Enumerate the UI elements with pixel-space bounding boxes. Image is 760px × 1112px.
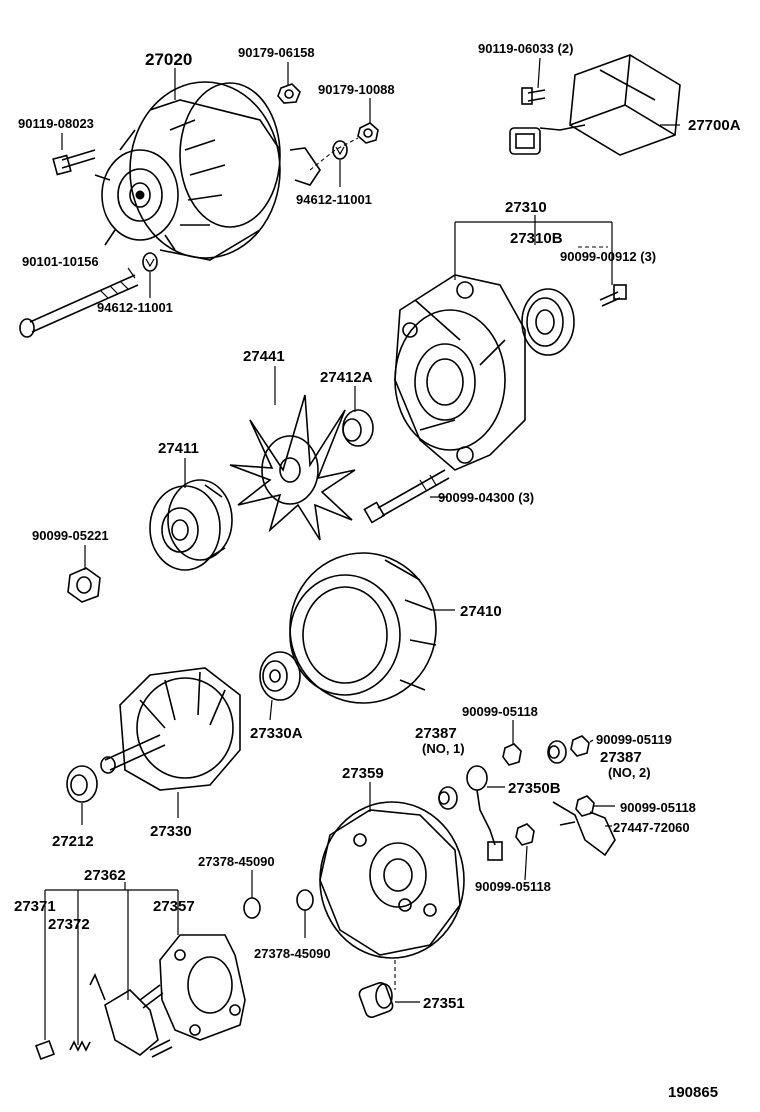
label-27441: 27441 (243, 348, 285, 365)
nut-90179-10088-drawing (357, 122, 379, 144)
collar-27212-drawing (66, 765, 98, 803)
label-90099-04300: 90099-04300 (3) (438, 490, 534, 505)
label-27387-no2-note: (NO, 2) (608, 765, 651, 780)
rectifier-holder-27357-drawing (159, 934, 246, 1041)
cap-27351-drawing (358, 982, 394, 1018)
label-27387-no2: 27387 (600, 749, 642, 766)
alternator-assembly-drawing (94, 81, 321, 261)
label-90099-05118-b: 90099-05118 (620, 800, 696, 815)
bearing-27310B-drawing (521, 288, 575, 356)
bolt-90101-10156-drawing (19, 274, 139, 338)
label-27350B: 27350B (508, 780, 561, 797)
label-27362: 27362 (84, 867, 126, 884)
label-27020: 27020 (145, 50, 192, 69)
label-27412A: 27412A (320, 369, 373, 386)
leader-lines (44, 57, 680, 1045)
label-90099-05118-a: 90099-05118 (462, 704, 538, 719)
insulator-27378-45090-b-drawing (296, 889, 314, 911)
label-27310: 27310 (505, 199, 547, 216)
label-27372: 27372 (48, 916, 90, 933)
label-27447-72060: 27447-72060 (613, 820, 690, 835)
label-27330A: 27330A (250, 725, 303, 742)
insulator-27387-no2-drawing (547, 735, 590, 764)
rotor-27330-drawing (100, 667, 241, 791)
label-94612-11001-b: 94612-11001 (97, 300, 173, 315)
label-90099-00912: 90099-00912 (3) (560, 249, 656, 264)
label-94612-11001-a: 94612-11001 (296, 192, 372, 207)
insulator-27387-no1-drawing (438, 786, 458, 810)
insulator-27378-45090-a-drawing (243, 897, 261, 919)
nut-90099-05118-a-drawing (502, 743, 522, 766)
screw-90099-00912-drawing (599, 284, 627, 307)
label-27212: 27212 (52, 833, 94, 850)
bearing-27330A-drawing (259, 651, 301, 701)
label-27351: 27351 (423, 995, 465, 1012)
label-27411: 27411 (158, 440, 199, 457)
part-labels: 27020 90179-06158 90179-10088 90119-0603… (14, 41, 741, 1101)
label-27330: 27330 (150, 823, 192, 840)
bracket-27447-72060-drawing (552, 795, 616, 857)
label-90101-10156: 90101-10156 (22, 254, 99, 269)
label-90119-06033: 90119-06033 (2) (478, 41, 573, 56)
spring-27372-drawing (69, 1040, 91, 1052)
label-90099-05119: 90099-05119 (596, 732, 672, 747)
bolt-90119-08023-drawing (52, 149, 96, 176)
regulator-27700A-drawing (509, 54, 681, 156)
label-27371: 27371 (14, 898, 56, 915)
label-27700A: 27700A (688, 117, 741, 134)
bolt-90099-04300-drawing (363, 469, 450, 524)
label-90179-10088: 90179-10088 (318, 82, 395, 97)
label-90099-05118-c: 90099-05118 (475, 879, 551, 894)
label-27359: 27359 (342, 765, 384, 782)
figure-number: 190865 (668, 1084, 718, 1101)
label-27378-45090-b: 27378-45090 (254, 946, 331, 961)
drive-end-frame-27310-drawing (394, 274, 526, 471)
label-27357: 27357 (153, 898, 195, 915)
label-27387-no1-note: (NO, 1) (422, 741, 465, 756)
nut-90099-05221-drawing (67, 567, 101, 603)
nut-90099-05118-c-drawing (515, 823, 535, 846)
washer-94612-11001-b-drawing (142, 252, 158, 272)
pulley-27411-drawing (149, 479, 233, 571)
rectifier-end-frame-27359-drawing (319, 801, 465, 959)
label-27387-no1: 27387 (415, 725, 457, 742)
label-27378-45090-a: 27378-45090 (198, 854, 275, 869)
brush-holder-27362-drawing (89, 973, 173, 1058)
stator-27410-drawing (289, 552, 437, 704)
spacer-27412A-drawing (342, 409, 374, 447)
terminal-27350B-drawing (466, 765, 503, 861)
label-90119-08023: 90119-08023 (18, 116, 94, 131)
fan-27441-drawing (229, 394, 356, 541)
label-90099-05221: 90099-05221 (32, 528, 109, 543)
nut-90179-06158-drawing (277, 83, 301, 104)
label-90179-06158: 90179-06158 (238, 45, 315, 60)
washer-94612-11001-a-drawing (332, 140, 348, 160)
brush-27371-drawing (35, 1040, 55, 1060)
label-27310B: 27310B (510, 230, 563, 247)
label-27410: 27410 (460, 603, 502, 620)
